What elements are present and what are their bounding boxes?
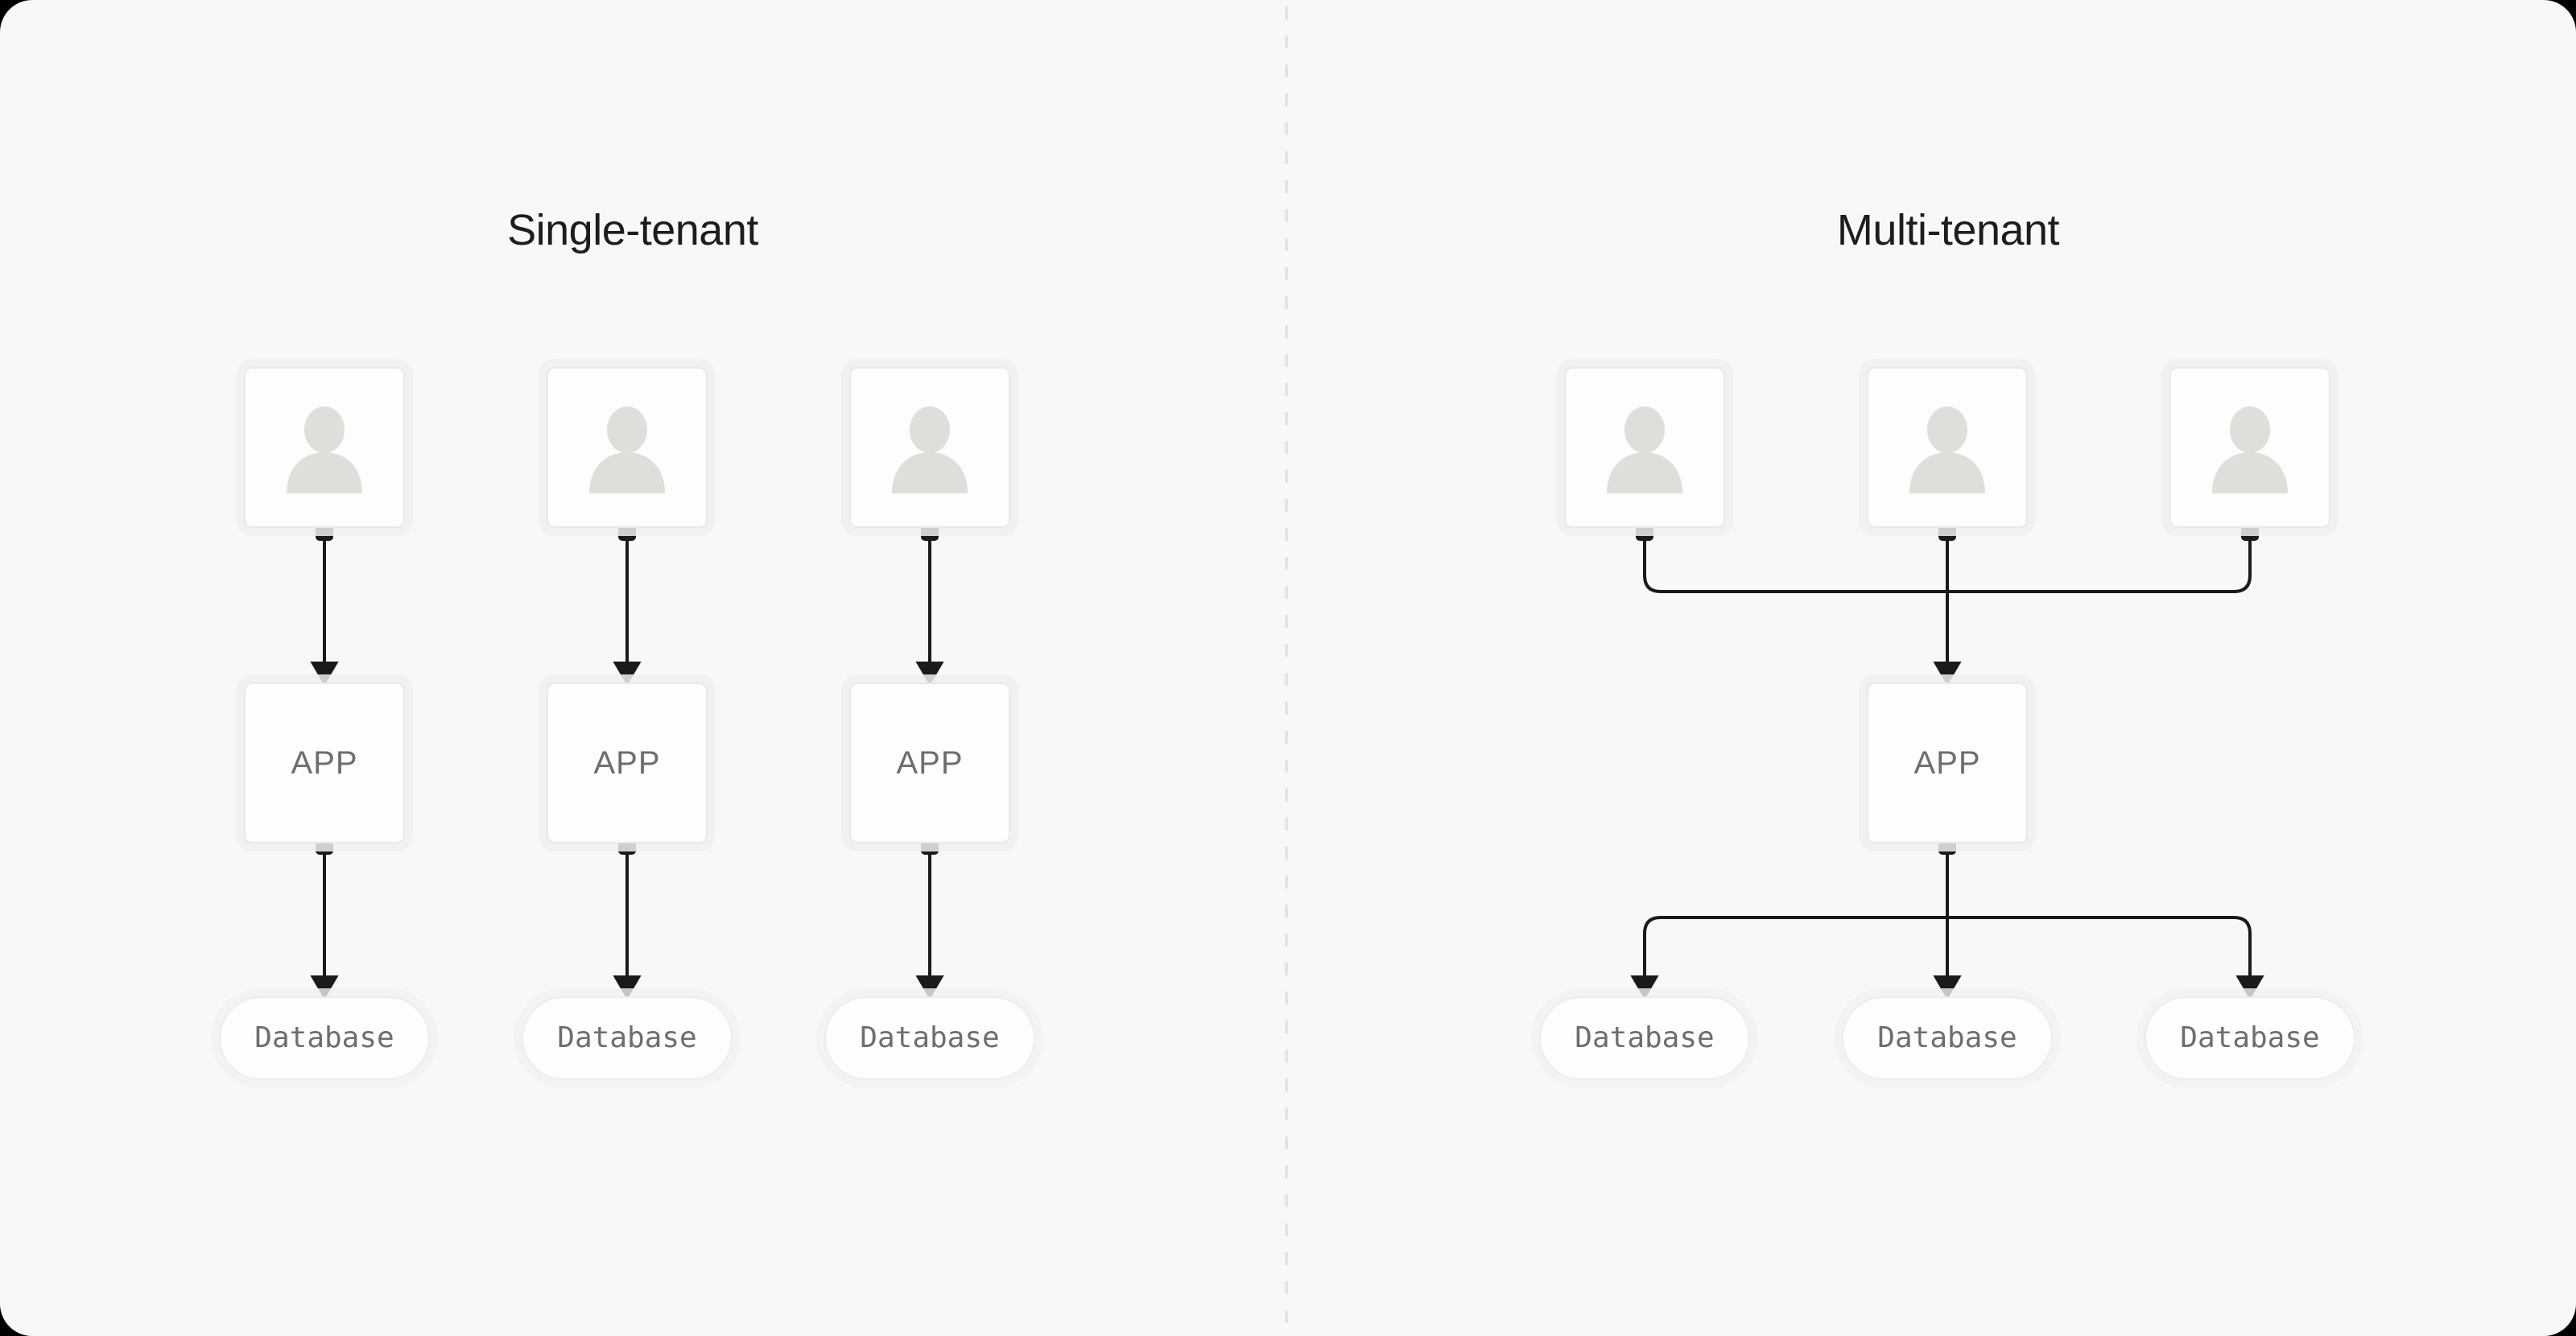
user-node-single-2[interactable] xyxy=(547,367,708,528)
database-node-label: Database xyxy=(557,1021,697,1054)
database-node-label: Database xyxy=(2180,1021,2320,1054)
user-node-single-1[interactable] xyxy=(244,367,405,528)
database-node-multi-3[interactable]: Database xyxy=(2145,996,2355,1080)
app-node-single-2[interactable]: APP xyxy=(547,682,708,843)
connector-app-to-db-3 xyxy=(915,834,944,1000)
database-node-multi-2[interactable]: Database xyxy=(1842,996,2053,1080)
database-node-label: Database xyxy=(1575,1021,1715,1054)
connector-users-to-app-bus xyxy=(1636,520,2259,686)
app-node-single-3[interactable]: APP xyxy=(849,682,1010,843)
database-node-label: Database xyxy=(1877,1021,2017,1054)
app-node-label: APP xyxy=(896,745,964,781)
connector-app-to-db-1 xyxy=(310,834,339,1000)
database-node-single-3[interactable]: Database xyxy=(824,996,1035,1080)
user-node-multi-1[interactable] xyxy=(1564,367,1725,528)
connector-user-to-app-1 xyxy=(310,520,339,686)
database-node-label: Database xyxy=(860,1021,1000,1054)
user-avatar-icon xyxy=(1909,406,1985,493)
database-node-multi-1[interactable]: Database xyxy=(1539,996,1750,1080)
connector-user-to-app-2 xyxy=(613,520,642,686)
app-node-single-1[interactable]: APP xyxy=(244,682,405,843)
database-node-single-2[interactable]: Database xyxy=(522,996,733,1080)
user-avatar-icon xyxy=(287,406,362,493)
panel-title-multi-tenant: Multi-tenant xyxy=(1836,206,2060,254)
database-node-single-1[interactable]: Database xyxy=(219,996,430,1080)
app-node-multi-shared[interactable]: APP xyxy=(1867,682,2028,843)
app-node-label: APP xyxy=(291,745,358,781)
user-node-single-3[interactable] xyxy=(849,367,1010,528)
panel-title-single-tenant: Single-tenant xyxy=(507,206,758,254)
app-node-label: APP xyxy=(1913,745,1981,781)
user-node-multi-2[interactable] xyxy=(1867,367,2028,528)
user-avatar-icon xyxy=(2212,406,2288,493)
user-avatar-icon xyxy=(589,406,665,493)
connector-user-to-app-3 xyxy=(915,520,944,686)
app-node-label: APP xyxy=(593,745,661,781)
user-node-multi-3[interactable] xyxy=(2169,367,2330,528)
connector-app-to-db-bus xyxy=(1630,834,2264,1000)
connector-app-to-db-2 xyxy=(613,834,642,1000)
user-avatar-icon xyxy=(1607,406,1682,493)
user-avatar-icon xyxy=(892,406,968,493)
database-node-label: Database xyxy=(254,1021,394,1054)
